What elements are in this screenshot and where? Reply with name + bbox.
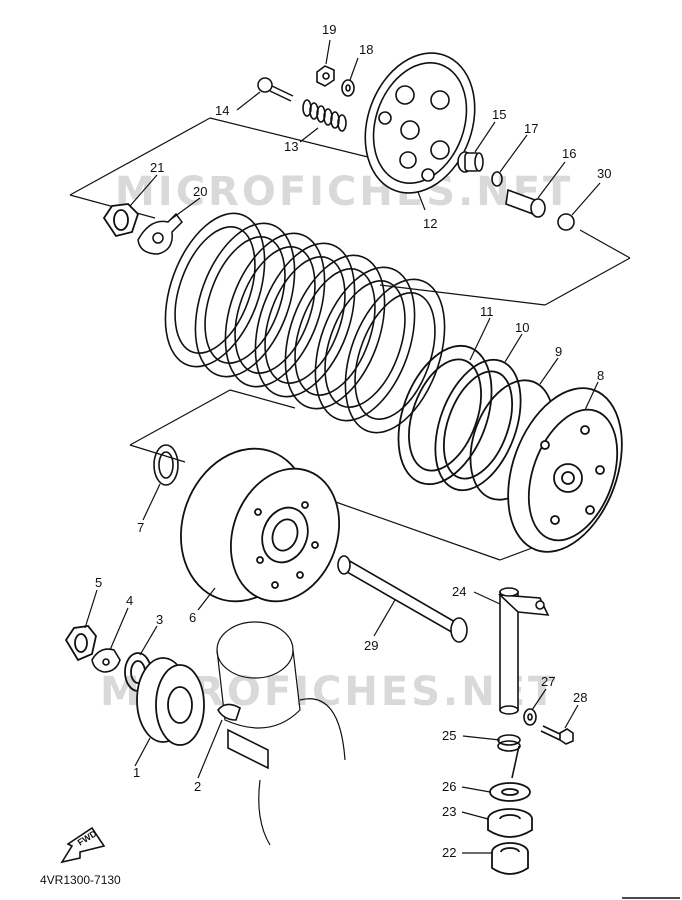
primary-drive-gear-part-1 — [136, 657, 205, 746]
callout-16: 16 — [562, 146, 576, 161]
callout-30: 30 — [597, 166, 611, 181]
callout-22: 22 — [442, 845, 456, 860]
callout-8: 8 — [597, 368, 604, 383]
lock-washer-part-4 — [91, 648, 121, 673]
callout-29: 29 — [364, 638, 378, 653]
crankshaft-ghost — [216, 621, 346, 846]
washer-part-18 — [341, 79, 355, 97]
clutch-housing-part-6 — [180, 447, 341, 603]
washer-part-27 — [523, 708, 537, 726]
torsion-spring-part-25 — [497, 734, 521, 779]
callout-2: 2 — [194, 779, 201, 794]
plate-part-10 — [434, 358, 522, 492]
fwd-direction-arrow: FWD — [60, 826, 106, 864]
thrust-washer-part-7 — [153, 444, 179, 486]
callout-1: 1 — [133, 765, 140, 780]
callout-21: 21 — [150, 160, 164, 175]
spring-part-13 — [302, 99, 347, 132]
callout-10: 10 — [515, 320, 529, 335]
callout-23: 23 — [442, 804, 456, 819]
callout-24: 24 — [452, 584, 466, 599]
callout-7: 7 — [137, 520, 144, 535]
lock-washer-part-20 — [137, 212, 183, 255]
callout-9: 9 — [555, 344, 562, 359]
woodruff-key-part-2 — [217, 703, 269, 770]
o-ring-part-17 — [491, 171, 503, 187]
callout-3: 3 — [156, 612, 163, 627]
watermark-top: MICROFICHES.NET — [115, 169, 573, 215]
callout-20: 20 — [193, 184, 207, 199]
friction-and-steel-plate-stack — [164, 212, 446, 434]
callout-18: 18 — [359, 42, 373, 57]
nut-part-19 — [316, 65, 335, 87]
callout-25: 25 — [442, 728, 456, 743]
callout-13: 13 — [284, 139, 298, 154]
ball-part-30 — [557, 213, 575, 231]
callout-26: 26 — [442, 779, 456, 794]
catalog-code: 4VR1300-7130 — [40, 873, 121, 887]
callout-19: 19 — [322, 22, 336, 37]
clutch-boss-part-8 — [507, 387, 623, 553]
washer-part-26 — [489, 782, 531, 802]
callout-4: 4 — [126, 593, 133, 608]
callout-5: 5 — [95, 575, 102, 590]
upper-assembly-outline — [69, 117, 631, 306]
callout-leader-lines — [84, 39, 601, 854]
push-rod-part-16 — [505, 188, 546, 218]
callout-11: 11 — [480, 304, 494, 319]
bearing-part-22 — [491, 842, 529, 875]
callout-14: 14 — [215, 103, 229, 118]
push-lever-axle-part-29 — [337, 555, 468, 643]
push-lever-shaft-part-24 — [497, 587, 550, 715]
oil-seal-part-23 — [487, 808, 533, 838]
bolt-part-14 — [257, 77, 294, 102]
friction-plate-part-11 — [397, 344, 493, 486]
pressure-plate — [364, 52, 476, 194]
callout-27: 27 — [541, 674, 555, 689]
push-piece-part-15 — [457, 151, 484, 173]
callout-6: 6 — [189, 610, 196, 625]
nut-part-21 — [102, 203, 140, 238]
callout-15: 15 — [492, 107, 506, 122]
callout-28: 28 — [573, 690, 587, 705]
callout-17: 17 — [524, 121, 538, 136]
bolt-part-28 — [540, 725, 574, 745]
callout-12: 12 — [423, 216, 437, 231]
nut-part-5 — [64, 625, 97, 662]
